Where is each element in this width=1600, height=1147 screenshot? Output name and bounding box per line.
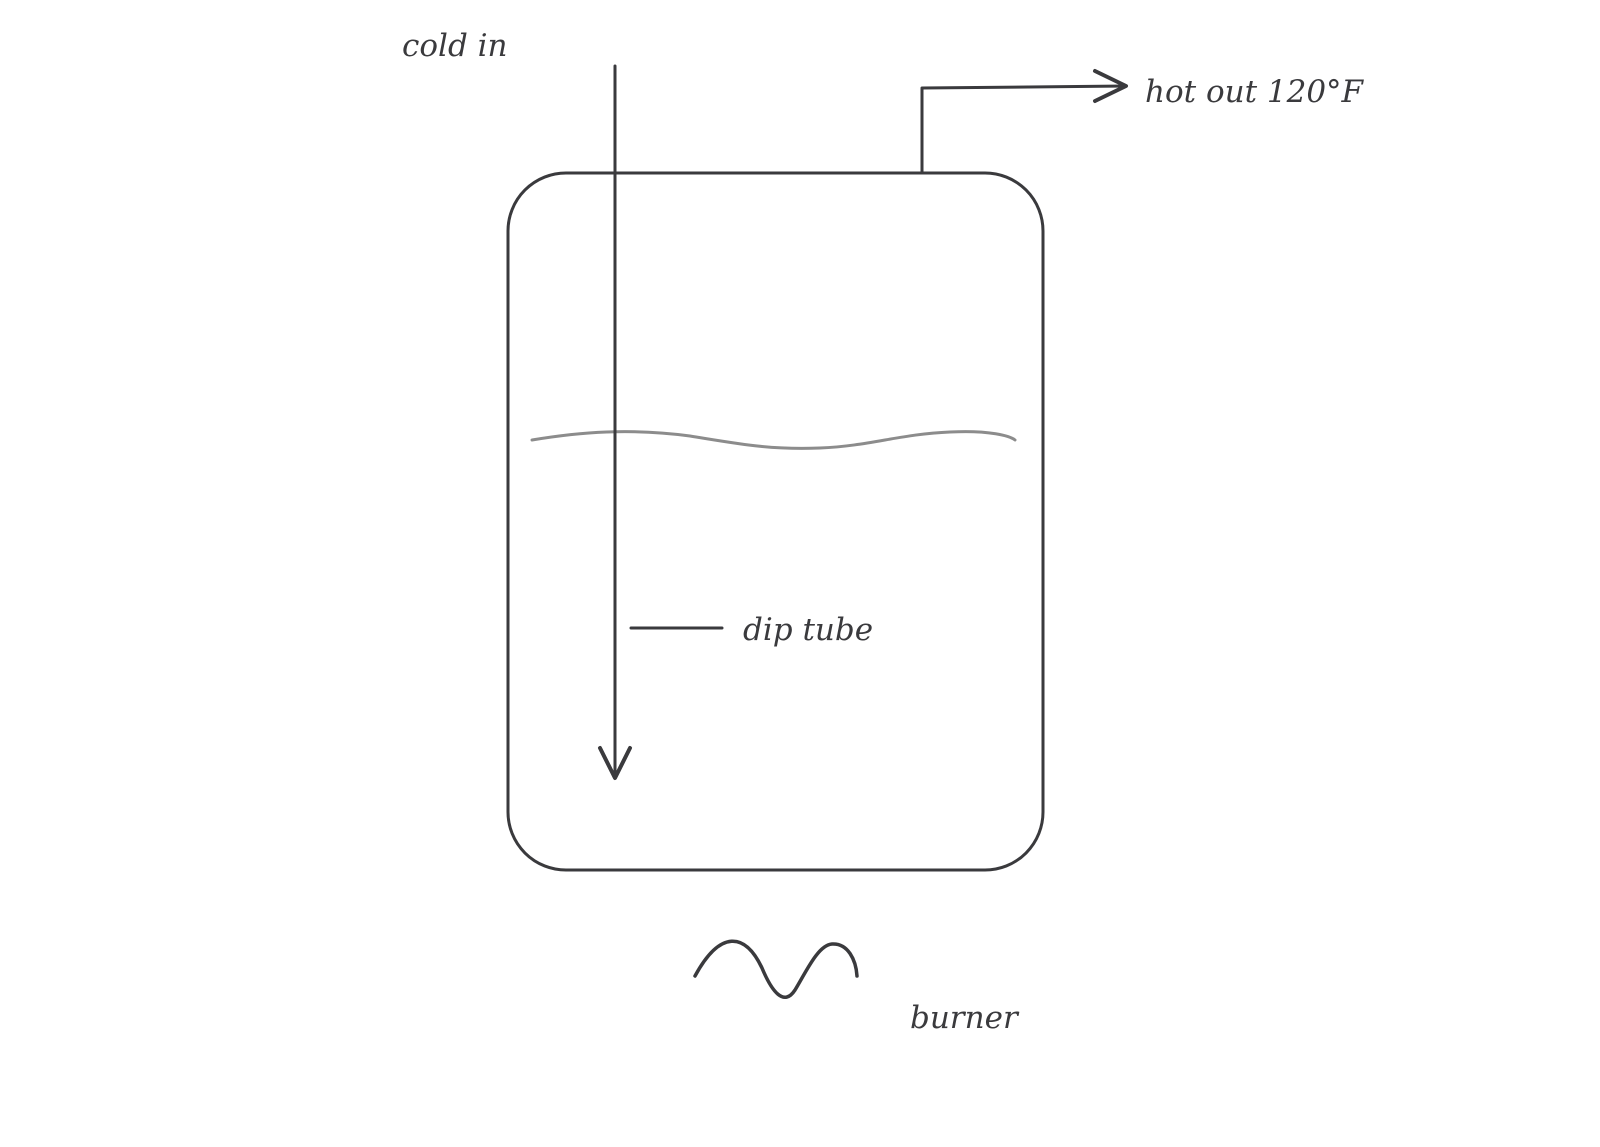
tank — [506, 171, 1045, 872]
dip-tube-arrowhead — [598, 746, 632, 780]
hot-out-label: hot out 120°F — [1145, 74, 1365, 110]
hot-outlet-arrowhead — [1093, 69, 1128, 103]
burner-label: burner — [910, 1000, 1020, 1036]
burner-flame-icon — [693, 939, 859, 999]
dip-tube-label: dip tube — [743, 612, 873, 648]
water-level-line — [530, 430, 1017, 450]
hot-outlet-pipe — [920, 84, 1127, 173]
cold-in-label: cold in — [402, 28, 508, 64]
